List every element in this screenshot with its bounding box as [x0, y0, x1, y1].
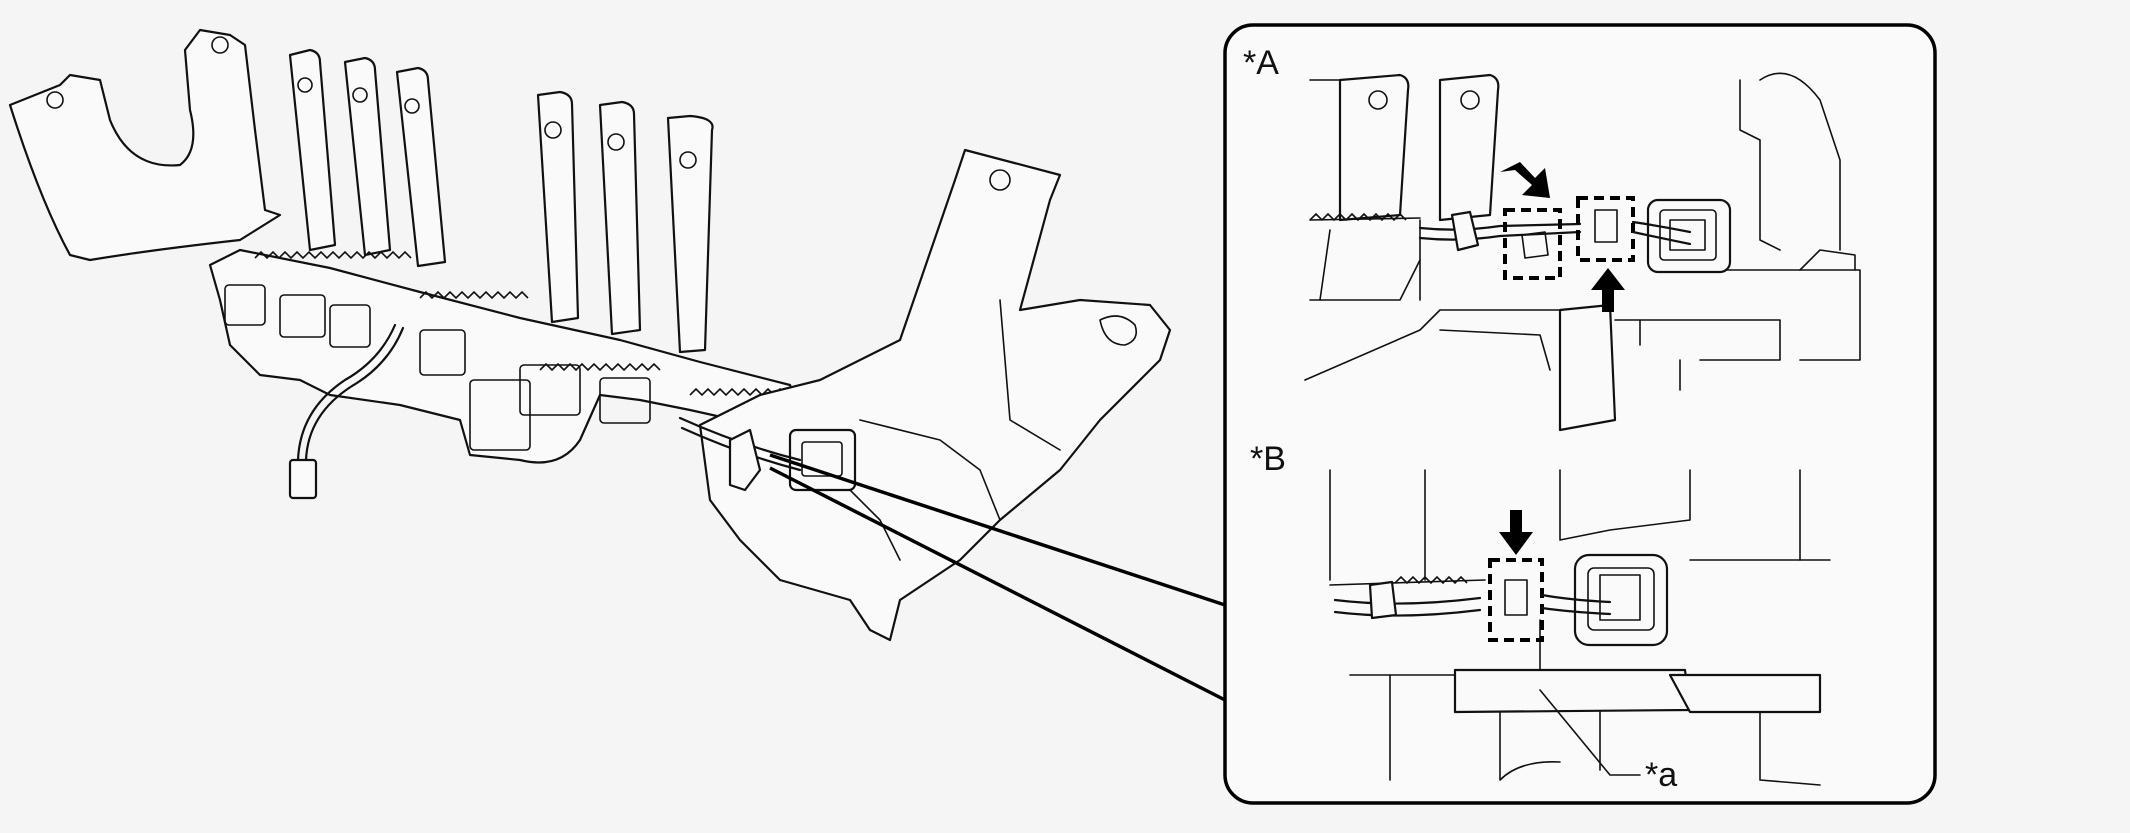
callout-a-leader — [1539, 689, 1641, 776]
view-a-clip-left — [1503, 208, 1562, 280]
hanging-wire — [296, 323, 397, 462]
upright-tabs-left — [288, 48, 447, 268]
rail-teeth-3 — [539, 362, 661, 372]
harness-rail — [208, 248, 802, 464]
rail-teeth-4 — [689, 387, 787, 397]
rail-teeth-1 — [254, 250, 412, 260]
mount-hole-top — [211, 36, 229, 54]
view-a-label: *A — [1243, 44, 1279, 82]
view-b-clip — [1488, 558, 1544, 642]
main-bracket-assembly — [8, 28, 1172, 642]
right-bracket-plate — [698, 148, 1172, 642]
view-a-arrow-up — [1591, 268, 1625, 312]
view-a-clip-right — [1576, 196, 1635, 262]
rail-teeth-2 — [419, 290, 529, 300]
mount-hole-left — [46, 91, 64, 109]
view-b-arrow-down — [1499, 510, 1533, 555]
view-a-arrow-down — [1500, 162, 1550, 198]
inset-leader-lines — [769, 453, 1226, 702]
rail-clips — [224, 284, 651, 451]
left-mount-arm — [8, 28, 282, 262]
view-b-detail — [1329, 469, 1831, 786]
upper-mount-hole — [989, 169, 1011, 191]
view-a-detail — [1304, 72, 1861, 432]
callout-a-label: *a — [1645, 756, 1678, 794]
view-b-label: *B — [1250, 440, 1286, 478]
hanging-connector — [288, 458, 318, 500]
upright-tabs-right — [536, 90, 714, 354]
